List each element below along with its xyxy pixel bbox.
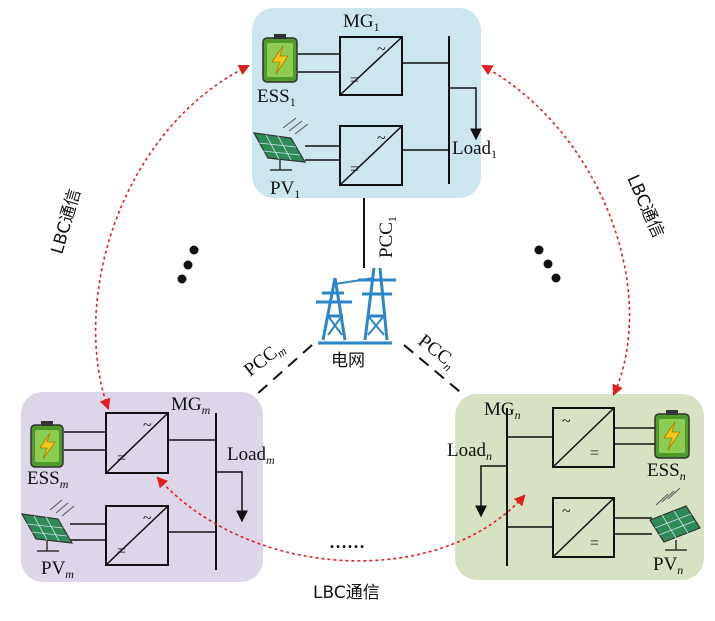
svg-text:~: ~ (143, 417, 152, 434)
pvm-label: PVm (41, 558, 74, 581)
loadn-label: Loadn (447, 440, 492, 463)
battery-icon (30, 421, 64, 468)
ellipsis-bottom: …… (329, 532, 365, 552)
svg-text:~: ~ (377, 130, 386, 147)
battery-icon (654, 410, 690, 459)
mgn-title: MGn (484, 399, 521, 422)
svg-text:~: ~ (562, 413, 571, 430)
pvn-label: PVn (653, 554, 683, 577)
mgn-group: ~ = ~ = MGn ESSn PVn (447, 399, 701, 577)
svg-text:=: = (350, 72, 359, 89)
svg-text:~: ~ (377, 41, 386, 58)
svg-text:=: = (590, 445, 599, 462)
pv-panel-icon (649, 487, 701, 551)
mg1-title: MG1 (343, 11, 380, 34)
pv-panel-icon (20, 499, 75, 552)
ellipsis-left (177, 245, 199, 284)
grid-tower-icon (316, 267, 396, 345)
loadm-label: Loadm (227, 444, 275, 467)
pv1-label: PV1 (270, 178, 300, 201)
ellipsis-right (534, 245, 561, 283)
svg-text:~: ~ (143, 510, 152, 527)
converter-essm: ~ = (105, 412, 169, 474)
svg-text:=: = (117, 543, 126, 560)
comm-arrow-left (94, 64, 251, 411)
converter-pv1: ~ = (339, 125, 403, 186)
pccn-line (403, 344, 466, 397)
svg-text:=: = (590, 535, 599, 552)
pv-panel-icon (252, 117, 309, 171)
comm-label-bottom: LBC通信 (313, 583, 380, 603)
grid-label: 电网 (331, 351, 365, 371)
svg-text:~: ~ (562, 503, 571, 520)
svg-text:=: = (117, 450, 126, 467)
battery-icon (262, 34, 298, 83)
converter-pvm: ~ = (105, 505, 169, 566)
comm-label-left: LBC通信 (48, 187, 86, 257)
pccm-line (255, 344, 313, 396)
converter-ess1: ~ = (339, 36, 403, 96)
pccm-label: PCCm (240, 337, 290, 383)
comm-arrow-bottom (156, 476, 526, 562)
pccn-label: PCCn (413, 330, 460, 374)
ess1-label: ESS1 (257, 86, 296, 109)
essm-label: ESSm (27, 468, 69, 491)
comm-arrow-right (481, 64, 631, 397)
comm-label-right: LBC通信 (622, 172, 667, 241)
svg-text:=: = (350, 161, 359, 178)
pcc1-label: PCC1 (376, 216, 399, 258)
load1-label: Load1 (452, 138, 497, 161)
essn-label: ESSn (647, 460, 686, 483)
